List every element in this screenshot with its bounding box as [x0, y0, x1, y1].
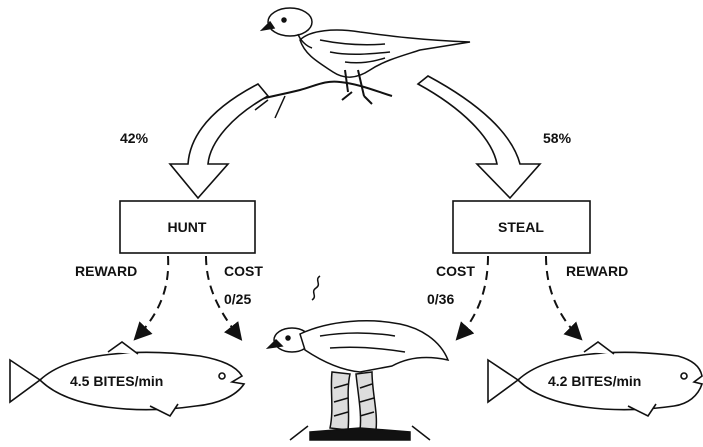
steal-percent: 58%: [543, 130, 572, 146]
hunt-cost-value: 0/25: [224, 291, 251, 307]
steal-box: STEAL: [453, 201, 590, 253]
right-fish-label: 4.2 BITES/min: [548, 373, 641, 389]
arrow-to-steal: [418, 76, 540, 198]
arrow-to-hunt: [170, 84, 268, 198]
hunt-reward-label: REWARD: [75, 263, 137, 279]
eagle-perched-icon: [250, 8, 470, 118]
hunt-percent: 42%: [120, 130, 149, 146]
hunt-box: HUNT: [120, 201, 255, 253]
fish-icon: 4.2 BITES/min: [488, 342, 702, 416]
steal-cost-label: COST: [436, 263, 475, 279]
hunt-box-label: HUNT: [168, 219, 207, 235]
fish-icon: 4.5 BITES/min: [10, 342, 244, 416]
eagle-fighting-icon: [268, 276, 448, 440]
steal-box-label: STEAL: [498, 219, 544, 235]
steal-cost-value: 0/36: [427, 291, 454, 307]
steal-reward-label: REWARD: [566, 263, 628, 279]
hunt-cost-label: COST: [224, 263, 263, 279]
left-fish-label: 4.5 BITES/min: [70, 373, 163, 389]
hunt-reward-arrow: [136, 256, 168, 338]
